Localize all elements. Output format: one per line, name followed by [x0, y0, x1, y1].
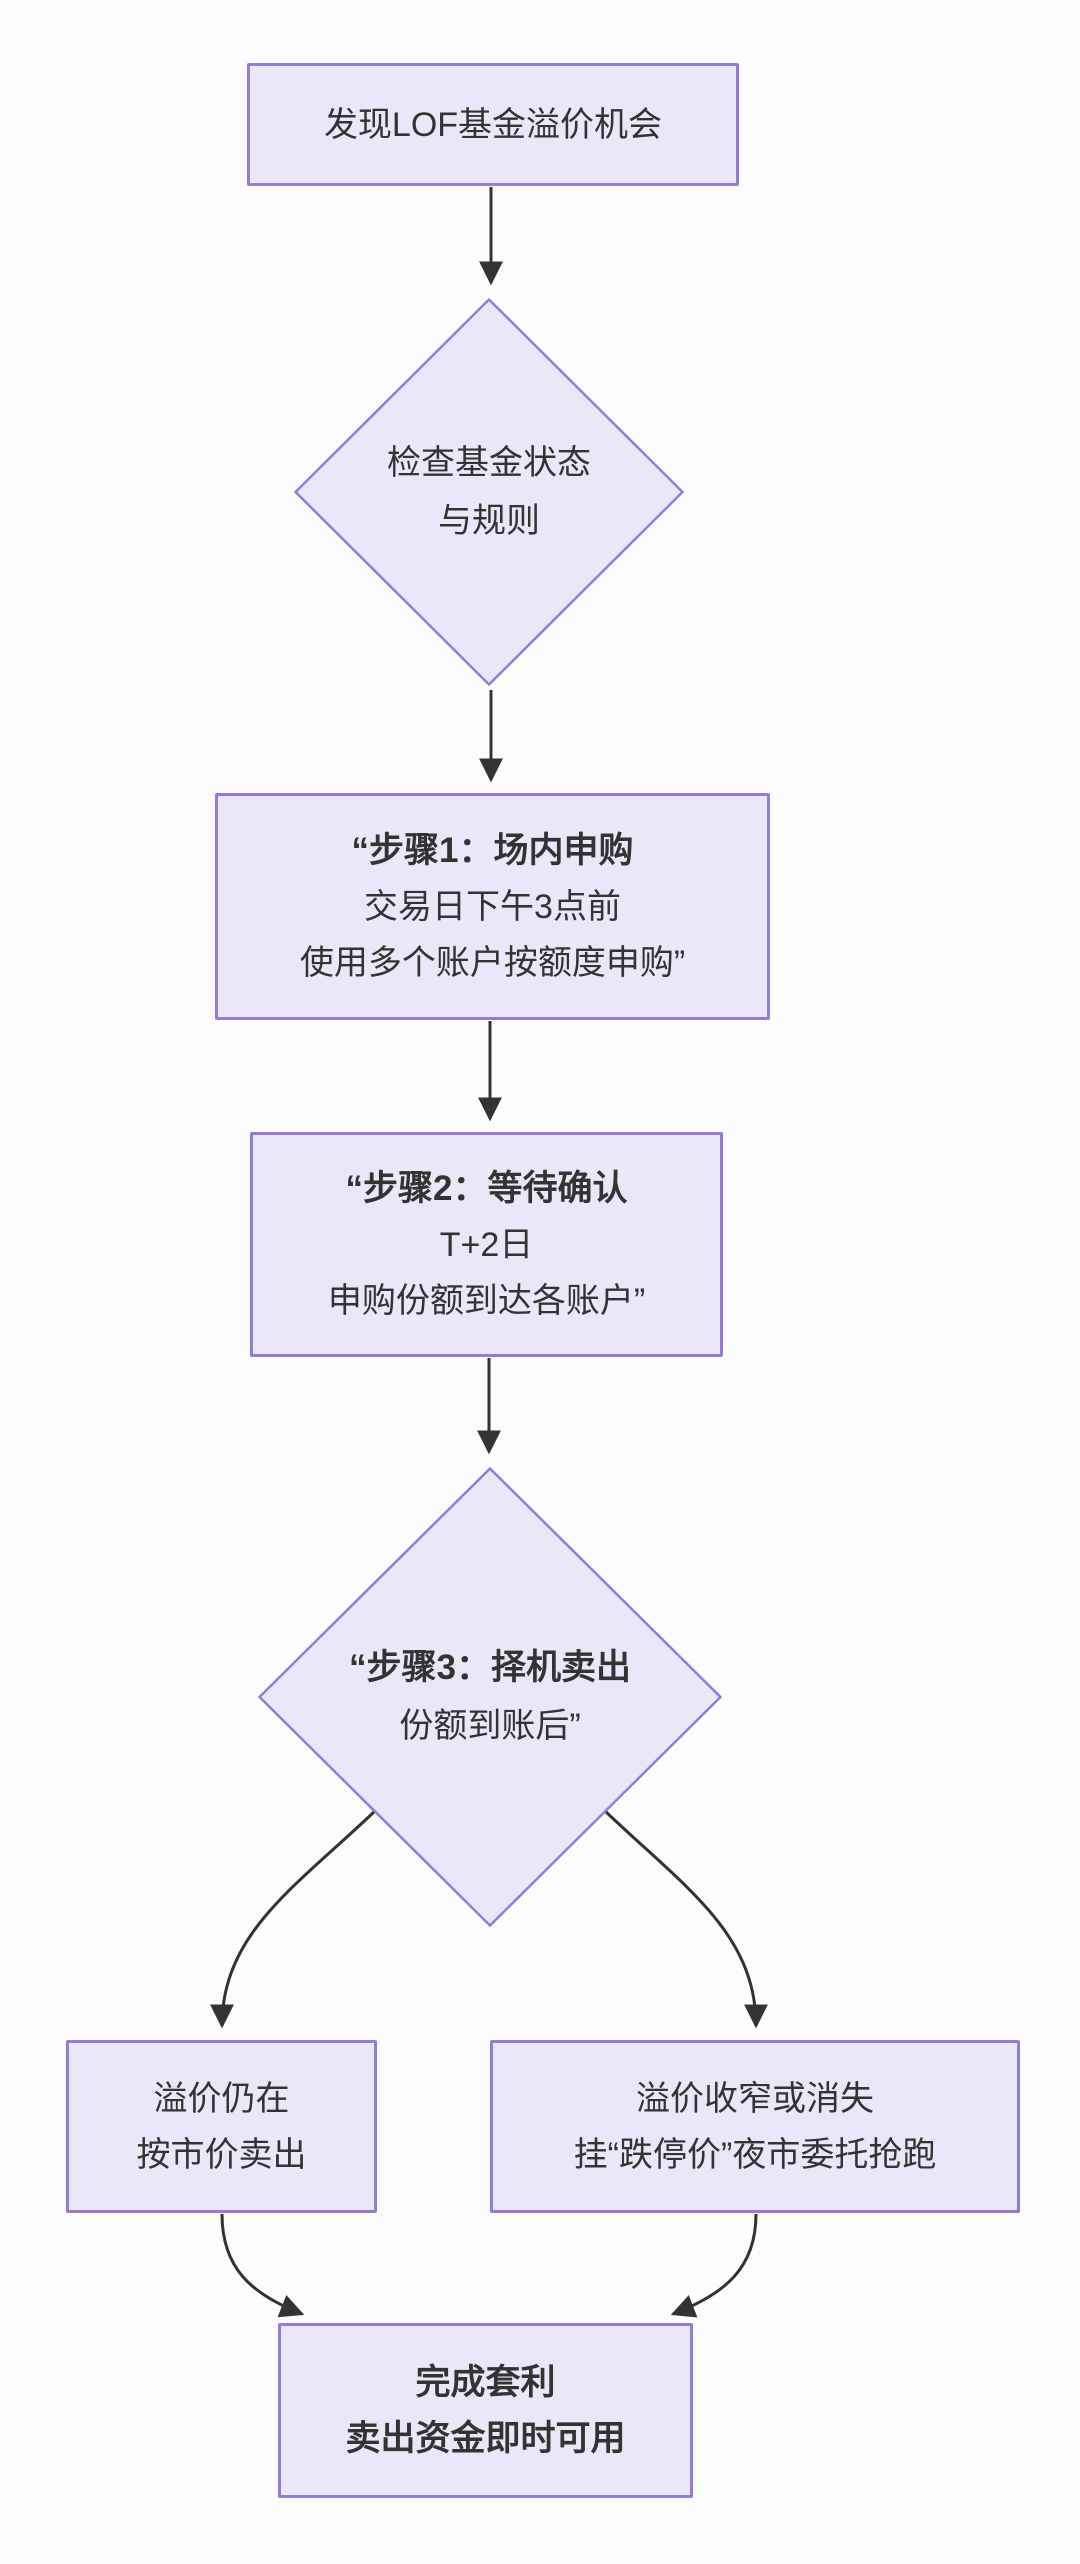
- connector-premium-holds-to-complete: [220, 2213, 305, 2318]
- step2-title: “步骤2：等待确认: [345, 1168, 628, 1208]
- premium-gone-line2: 挂“跌停价”夜市委托抢跑: [573, 2135, 937, 2174]
- node-complete: 完成套利 卖出资金即时可用: [278, 2323, 693, 2498]
- step3-title: “步骤3：择机卖出: [349, 1648, 631, 1687]
- premium-gone-line1: 溢价收窄或消失: [636, 2079, 874, 2118]
- node-step2: “步骤2：等待确认 T+2日 申购份额到达各账户”: [250, 1132, 723, 1357]
- node-step3-decision: “步骤3：择机卖出 份额到账后”: [258, 1467, 722, 1927]
- check-fund-line2: 与规则: [438, 502, 540, 540]
- diamond-shape: [258, 1467, 722, 1927]
- node-check-fund-decision: 检查基金状态 与规则: [294, 298, 684, 686]
- complete-line2: 卖出资金即时可用: [345, 2418, 626, 2458]
- diamond-polygon: [258, 1467, 722, 1927]
- diamond-polygon: [294, 298, 684, 686]
- complete-line1: 完成套利: [415, 2362, 556, 2402]
- node-start: 发现LOF基金溢价机会: [247, 63, 739, 186]
- premium-holds-line1: 溢价仍在: [153, 2079, 290, 2118]
- node-check-fund-text: 检查基金状态 与规则: [294, 298, 684, 686]
- step3-line2: 份额到账后”: [399, 1707, 581, 1745]
- diamond-shape: [294, 298, 684, 686]
- node-step3-text: “步骤3：择机卖出 份额到账后”: [258, 1467, 722, 1927]
- node-step1: “步骤1：场内申购 交易日下午3点前 使用多个账户按额度申购”: [215, 793, 770, 1020]
- connector-premium-gone-to-complete: [670, 2213, 758, 2318]
- step2-line2: T+2日: [439, 1225, 534, 1264]
- step1-line2: 交易日下午3点前: [364, 887, 621, 926]
- premium-holds-line2: 按市价卖出: [136, 2135, 307, 2174]
- step1-line3: 使用多个账户按额度申购”: [299, 943, 686, 982]
- check-fund-line1: 检查基金状态: [387, 444, 591, 482]
- node-premium-holds: 溢价仍在 按市价卖出: [66, 2040, 377, 2213]
- node-start-label: 发现LOF基金溢价机会: [323, 105, 663, 144]
- step2-line3: 申购份额到达各账户”: [327, 1281, 646, 1320]
- node-premium-gone: 溢价收窄或消失 挂“跌停价”夜市委托抢跑: [490, 2040, 1020, 2213]
- step1-title: “步骤1：场内申购: [351, 830, 634, 870]
